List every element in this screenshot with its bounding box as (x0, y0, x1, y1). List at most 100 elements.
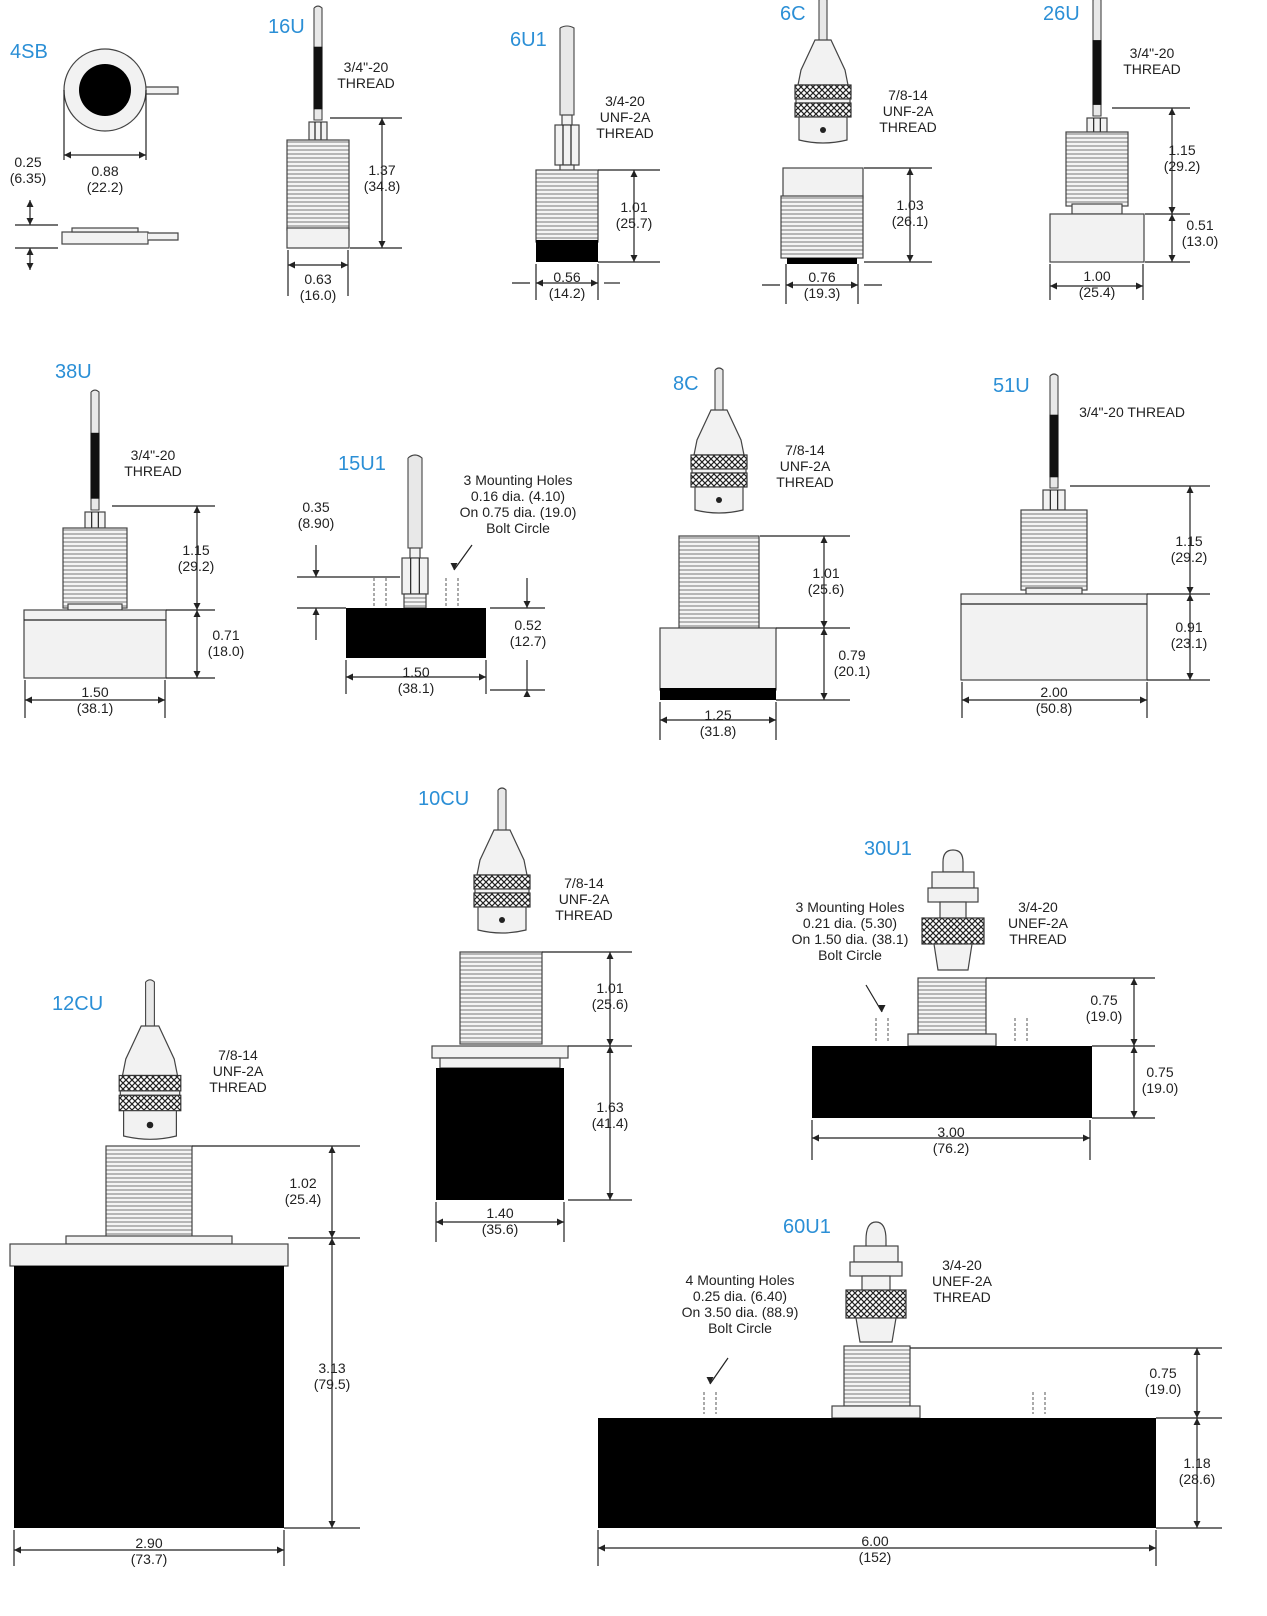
dimension-label-line: (25.6) (592, 996, 629, 1012)
dimension-label-line: THREAD (124, 463, 182, 479)
dimension-label: 1.63(41.4) (592, 1099, 629, 1131)
dimension-label-line: 1.15 (182, 542, 209, 558)
cable-stub-side (148, 232, 179, 241)
dimension-label: 1.50(38.1) (77, 684, 114, 716)
dimension-label-line: (28.6) (1179, 1471, 1216, 1487)
dimension-label-line: (25.4) (1079, 284, 1116, 300)
hex-nut (1042, 489, 1066, 511)
dimension-label-line: (14.2) (549, 285, 586, 301)
dimension-label-line: (13.0) (1182, 233, 1219, 249)
bnc-body (931, 871, 975, 889)
dimension-label: 0.76(19.3) (804, 269, 841, 301)
threaded-stub (403, 593, 427, 609)
dimension-arrowhead (378, 241, 386, 248)
dimension-label: 1.15(29.2) (178, 542, 215, 574)
dimension-label-line: 1.00 (1083, 268, 1110, 284)
dimension-arrowhead (26, 200, 34, 207)
knurled-ring (845, 1289, 907, 1319)
sensor-face-black (787, 258, 857, 264)
dimension-arrowhead (1083, 1134, 1090, 1142)
part-title: 51U (993, 375, 1030, 397)
dimension-label: 0.88(22.2) (87, 163, 124, 195)
dimension-arrowhead (606, 1039, 614, 1046)
dimension-arrowhead (64, 151, 71, 159)
dimension-label-line: 0.25 (14, 154, 41, 170)
dimension-label: 1.15(29.2) (1171, 533, 1208, 565)
dimension-label-line: (26.1) (892, 213, 929, 229)
dimension-label-line: (41.4) (592, 1115, 629, 1131)
dimension-label-line: 1.40 (486, 1205, 513, 1221)
dimension-label: 1.18(28.6) (1179, 1455, 1216, 1487)
flange-lower (439, 1057, 561, 1069)
dimension-arrowhead (660, 716, 667, 724)
dimension-arrowhead (1130, 1046, 1138, 1053)
dimension-label-line: UNEF-2A (932, 1273, 993, 1289)
dimension-label: 1.25(31.8) (700, 707, 737, 739)
dimension-label: 1.01(25.6) (592, 980, 629, 1012)
dimension-label-line: (29.2) (1164, 158, 1201, 174)
dimension-arrowhead (139, 151, 146, 159)
flange-neck (1025, 587, 1083, 595)
connector-nose (476, 829, 528, 876)
dimension-label: 0.52(12.7) (510, 617, 547, 649)
cable (407, 454, 423, 549)
dimension-label: 2.90(73.7) (131, 1535, 168, 1567)
part-title: 12CU (52, 993, 103, 1015)
hex-nut (84, 511, 106, 529)
dimension-label-line: (76.2) (933, 1140, 970, 1156)
dimension-label-line: (25.4) (285, 1191, 322, 1207)
connector-nose (693, 409, 745, 456)
fitting (561, 114, 573, 126)
bnc-base (933, 943, 973, 971)
dimension-arrowhead (962, 696, 969, 704)
flange-neck (67, 603, 123, 611)
dimension-label-line: UNEF-2A (1008, 915, 1069, 931)
dimension-label-line: 1.25 (704, 707, 731, 723)
dimension-label: 0.63(16.0) (300, 271, 337, 303)
drawing-line (453, 544, 473, 571)
dimension-label: 0.25(6.35) (10, 154, 47, 186)
bnc-body (853, 1245, 899, 1263)
dimension-arrowhead (606, 952, 614, 959)
dimension-label-line: 0.75 (1146, 1064, 1173, 1080)
flange-neck (1071, 203, 1123, 215)
part-title: 26U (1043, 3, 1080, 25)
dimension-label-line: (50.8) (1036, 700, 1073, 716)
sensor-body-black (346, 608, 486, 658)
dimension-arrowhead (1149, 1544, 1156, 1552)
cable (818, 0, 828, 41)
dimension-label-line: 7/8-14 (888, 87, 928, 103)
dimension-label-line: Bolt Circle (708, 1320, 772, 1336)
dimension-label-line: 0.21 dia. (5.30) (803, 915, 897, 931)
part-title: 8C (673, 373, 699, 395)
dimension-label-line: (19.0) (1142, 1080, 1179, 1096)
dimension-label-line: THREAD (1009, 931, 1067, 947)
part-title: 30U1 (864, 838, 912, 860)
dimension-arrowhead (1193, 1418, 1201, 1425)
dimension-arrowhead (436, 1218, 443, 1226)
dimension-arrowhead (312, 570, 320, 577)
dimension-arrowhead (26, 248, 34, 255)
dimension-label-line: 7/8-14 (218, 1047, 258, 1063)
dimension-label: 1.03(26.1) (892, 197, 929, 229)
dimension-label: 0.71(18.0) (208, 627, 245, 659)
threaded-body (105, 1145, 193, 1239)
dimension-arrowhead (812, 1134, 819, 1142)
knurled-ring (690, 454, 748, 470)
dimension-label-line: 1.15 (1168, 142, 1195, 158)
dimension-arrowhead (630, 255, 638, 262)
dimension-arrowhead (1050, 282, 1057, 290)
bnc-cap (865, 1221, 887, 1249)
dimension-label: 0.91(23.1) (1171, 619, 1208, 651)
dimension-label-line: (152) (859, 1549, 892, 1565)
dimension-arrowhead (1168, 255, 1176, 262)
flange-top (65, 1235, 233, 1245)
dimension-label-line: 3/4-20 (1018, 899, 1058, 915)
sensor-face-black (660, 688, 776, 700)
part-title: 6C (780, 3, 806, 25)
dimension-arrowhead (557, 1218, 564, 1226)
